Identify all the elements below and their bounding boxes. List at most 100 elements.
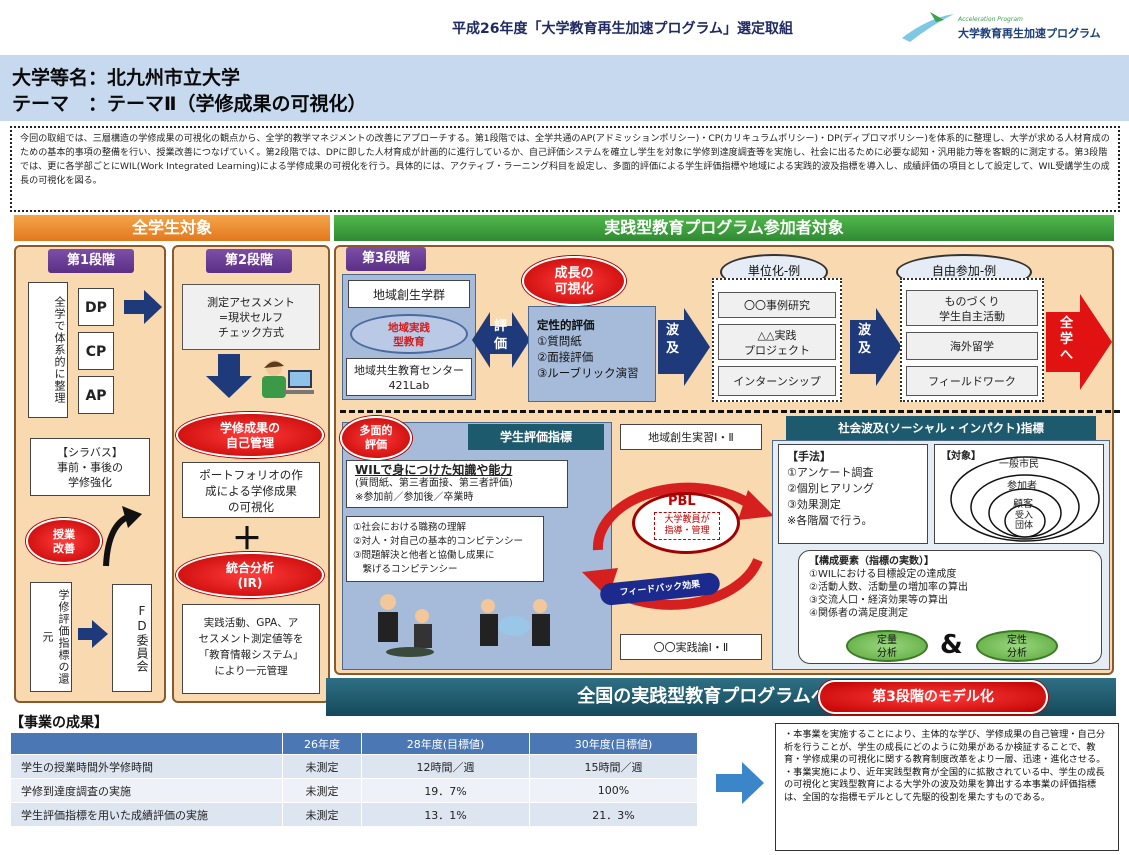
- logo-main-text: 大学教育再生加速プログラム: [958, 27, 1101, 40]
- unit-item-0: 〇〇事例研究: [718, 292, 836, 318]
- stage2-label: 第2段階: [206, 249, 292, 273]
- wil-title: WILで身につけた知識や能力: [355, 463, 513, 477]
- quant-oval: 定量 分析: [846, 630, 928, 662]
- wil-oval: 地域実践 型教育: [350, 314, 468, 354]
- to-whole-university-label: 全 学 へ: [1060, 316, 1074, 363]
- spread-label-2: 波 及: [858, 323, 872, 356]
- stage3-divider: [340, 410, 1120, 413]
- table-cell: 13．1%: [361, 802, 531, 827]
- column-header: [10, 732, 283, 755]
- logo-small-text: Acceleration Program: [958, 16, 1023, 23]
- ampersand: &: [940, 630, 963, 660]
- table-cell: 19．7%: [361, 778, 531, 803]
- column-header: 30年度(目標値): [529, 732, 698, 755]
- stage1-vertical2: 学修評価指標の還元: [30, 582, 72, 692]
- portfolio-box: ポートフォリオの作 成による学修成果 の可視化: [182, 462, 320, 518]
- targets-title: 【対象】: [941, 451, 981, 462]
- university-name: 大学等名：北九州市立大学: [12, 67, 241, 89]
- table-cell: 15時間／週: [529, 754, 698, 779]
- faculty-box: 地域創生学群: [348, 280, 470, 308]
- right-arrow-icon: [658, 308, 710, 390]
- title-band: 大学等名：北九州市立大学 テーマ ：テーマⅡ（学修成果の可視化）: [0, 55, 1129, 121]
- participants-bar: 実践型教育プログラム参加者対象: [334, 215, 1114, 241]
- spread-label-1: 波 及: [666, 323, 680, 356]
- wil-list: ①社会における職務の理解 ②対人・対自己の基本的コンピテンシー ③問題解決と他者…: [346, 516, 544, 582]
- right-arrow-icon: [78, 620, 108, 652]
- right-arrow-icon: [850, 308, 902, 390]
- wil-sub: (質問紙、第三者面接、第三者評価): [355, 478, 513, 489]
- elements-title: 【構成要素（指標の実数）】: [809, 556, 934, 567]
- qualitative-item-3: ③ルーブリック演習: [537, 366, 639, 380]
- dp-box: DP: [78, 288, 114, 326]
- table-cell: 未測定: [281, 778, 363, 803]
- table-cell: 12時間／週: [361, 754, 531, 779]
- unit-item-1: △△実践 プロジェクト: [718, 324, 836, 360]
- summary-box: ・本事業を実施することにより、主体的な学び、学修成果の自己管理・自己分析を行うこ…: [775, 723, 1119, 851]
- intro-text: 今回の取組では、三層構造の学修成果の可視化の観点から、全学的教学マネジメントの改…: [10, 126, 1120, 212]
- ir-text-box: 実践活動、GPA、ア セスメント測定値等を 「教育情報システム」 により一元管理: [182, 604, 320, 694]
- free-item-2: フィールドワーク: [906, 366, 1038, 396]
- target-participant: 参加者: [1007, 481, 1037, 492]
- evaluation-double-arrow: [472, 306, 530, 378]
- pbl-sub: 大学教員が 指導・管理: [654, 512, 720, 540]
- assessment-box: 測定アセスメント =現状セルフ チェック方式: [182, 284, 320, 350]
- qualitative-item-2: ②面接評価: [537, 350, 594, 364]
- curved-arrow-icon: [100, 500, 150, 572]
- theme-line: テーマ ：テーマⅡ（学修成果の可視化）: [12, 93, 367, 115]
- target-host: 受入 団体: [1015, 511, 1034, 531]
- self-management-oval: 学修成果の 自己管理: [176, 412, 324, 458]
- results-table: 26年度 28年度(目標値) 30年度(目標値) 学生の授業時間外学修時間 未測…: [10, 732, 698, 827]
- methods-list: ①アンケート調査 ②個別ヒアリング ③効果測定 ※各階層で行う。: [787, 466, 874, 527]
- qual-oval: 定性 分析: [976, 630, 1058, 662]
- free-item-0: ものづくり 学生自主活動: [906, 290, 1038, 326]
- program-logo: Acceleration Program 大学教育再生加速プログラム: [900, 8, 1125, 46]
- table-row: 学生評価指標を用いた成績評価の実施 未測定 13．1% 21．3%: [10, 802, 698, 827]
- page-title: 平成26年度「大学教育再生加速プログラム」選定取組: [452, 21, 794, 37]
- practice1-box: 地域創生実習Ⅰ・Ⅱ: [620, 424, 762, 450]
- table-cell: 学生評価指標を用いた成績評価の実施: [10, 802, 283, 827]
- practice2-box: 〇〇実践論Ⅰ・Ⅱ: [620, 634, 762, 660]
- table-header-row: 26年度 28年度(目標値) 30年度(目標値): [10, 732, 698, 755]
- cp-box: CP: [78, 332, 114, 370]
- table-row: 学修到達度調査の実施 未測定 19．7% 100%: [10, 778, 698, 803]
- column-header: 28年度(目標値): [361, 732, 531, 755]
- fd-committee-box: FD委員会: [112, 584, 152, 692]
- kaizen-oval: 授業 改善: [26, 518, 102, 564]
- qualitative-title: 定性的評価: [537, 318, 595, 332]
- evaluation-label: 評 価: [494, 319, 508, 352]
- elements-list: ①WILにおける目標設定の達成度 ②活動人数、活動量の増加率の算出 ③交流人口・…: [809, 569, 968, 619]
- person-at-computer-icon: [256, 356, 316, 410]
- target-customer: 顧客: [1013, 499, 1033, 510]
- header: [0, 0, 1129, 52]
- right-arrow-icon: [124, 290, 162, 328]
- to-whole-university-arrow: [1046, 294, 1112, 394]
- multi-eval-oval: 多面的 評価: [340, 416, 412, 460]
- stage3-label: 第3段階: [346, 247, 426, 271]
- all-students-bar: 全学生対象: [14, 215, 330, 241]
- growth-oval: 成長の 可視化: [522, 256, 626, 306]
- model-oval: 第3段階のモデル化: [818, 680, 1048, 714]
- target-general: 一般市民: [999, 459, 1039, 470]
- qualitative-item-1: ①質問紙: [537, 334, 582, 348]
- table-row: 学生の授業時間外学修時間 未測定 12時間／週 15時間／週: [10, 754, 698, 779]
- down-arrow-icon: [206, 354, 252, 402]
- group-discussion-icon: [372, 588, 452, 664]
- pbl-oval: [632, 492, 740, 554]
- table-cell: 21．3%: [529, 802, 698, 827]
- table-cell: 未測定: [281, 802, 363, 827]
- logo-swoosh-icon: [902, 12, 954, 42]
- ap-box: AP: [78, 376, 114, 414]
- targets-box: 【対象】 一般市民 参加者 顧客 受入 団体: [934, 444, 1104, 544]
- table-cell: 学生の授業時間外学修時間: [10, 754, 283, 779]
- syllabus-box: 【シラバス】 事前・事後の 学修強化: [30, 438, 150, 496]
- pbl-title: PBL: [668, 494, 696, 509]
- ir-oval: 統合分析 (IR): [176, 552, 324, 598]
- student-index-title: 学生評価指標: [468, 424, 604, 450]
- bullseye-target-icon: [950, 456, 1100, 542]
- table-cell: 100%: [529, 778, 698, 803]
- right-arrow-icon: [716, 762, 764, 808]
- qualitative-box: 定性的評価 ①質問紙 ②面接評価 ③ルーブリック演習: [528, 306, 656, 402]
- table-cell: 学修到達度調査の実施: [10, 778, 283, 803]
- wil-box: WILで身につけた知識や能力 (質問紙、第三者面接、第三者評価) ※参加前／参加…: [346, 460, 568, 508]
- center-box: 地域共生教育センター 421Lab: [346, 358, 472, 396]
